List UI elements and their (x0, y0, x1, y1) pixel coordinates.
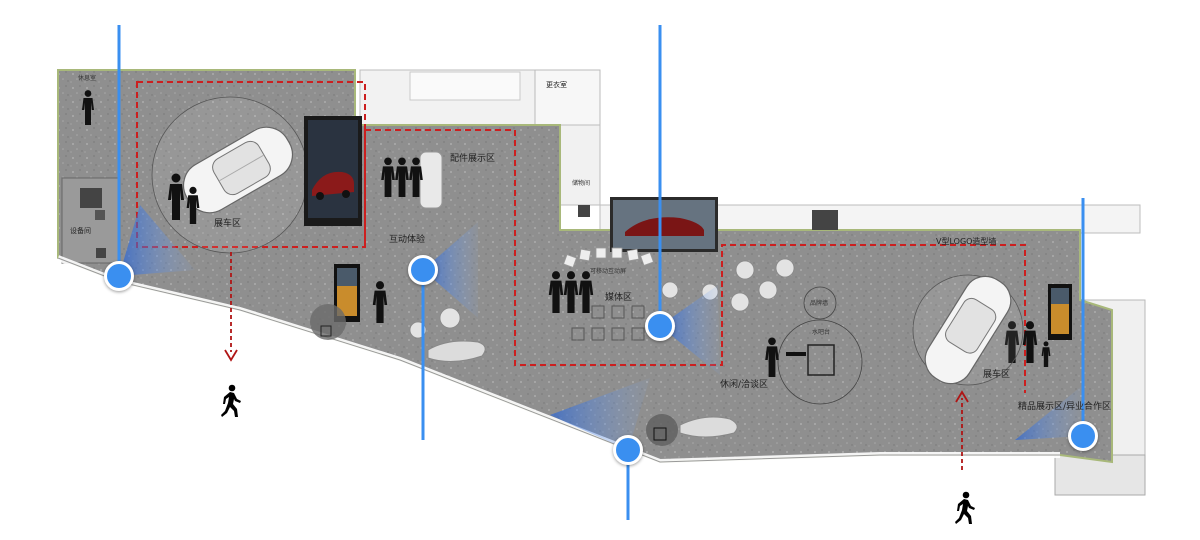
car-left (182, 126, 294, 214)
tag-right-1: 品牌墙 (810, 300, 829, 307)
camera-fov (119, 205, 1083, 450)
camera-marker-2[interactable] (408, 255, 438, 285)
zone-label-equipment-room: 设备间 (70, 227, 91, 235)
car-display-screen-left (304, 116, 362, 226)
zone-label-interactive-experience: 互动体验 (389, 235, 426, 245)
tag-media: 可移动互动屏 (590, 268, 627, 275)
camera-marker-3[interactable] (645, 311, 675, 341)
walkway-arrows (230, 252, 963, 470)
camera-marker-1[interactable] (104, 261, 134, 291)
zone-label-logo-wall: V型LOGO造型墙 (936, 237, 997, 246)
zone-outlines (136, 81, 1026, 393)
kiosk-screen-right (1048, 284, 1072, 340)
car-display-screen-center (610, 197, 718, 252)
car-right (924, 275, 1012, 385)
zone-label-changing-room: 更衣室 (546, 81, 567, 89)
zone-label-lounge: 休闲/洽谈区 (720, 380, 769, 390)
camera-marker-4[interactable] (613, 435, 643, 465)
camera-poles (117, 25, 1085, 520)
zone-label-car-display-right: 展车区 (983, 370, 1011, 380)
zone-label-accessory-display: 配件展示区 (450, 154, 496, 164)
zone-label-media: 媒体区 (605, 293, 633, 303)
tag-right-2: 水吧台 (812, 329, 831, 336)
kiosk-screen (334, 264, 360, 322)
zone-label-boutique: 精品展示区/异业合作区 (1018, 402, 1112, 412)
tag-top-left-room: 休息室 (78, 75, 97, 82)
camera-marker-5[interactable] (1068, 421, 1098, 451)
tag-corner: 储物间 (572, 180, 591, 187)
media-seats (571, 305, 645, 341)
zone-label-car-display-left: 展车区 (214, 219, 242, 229)
